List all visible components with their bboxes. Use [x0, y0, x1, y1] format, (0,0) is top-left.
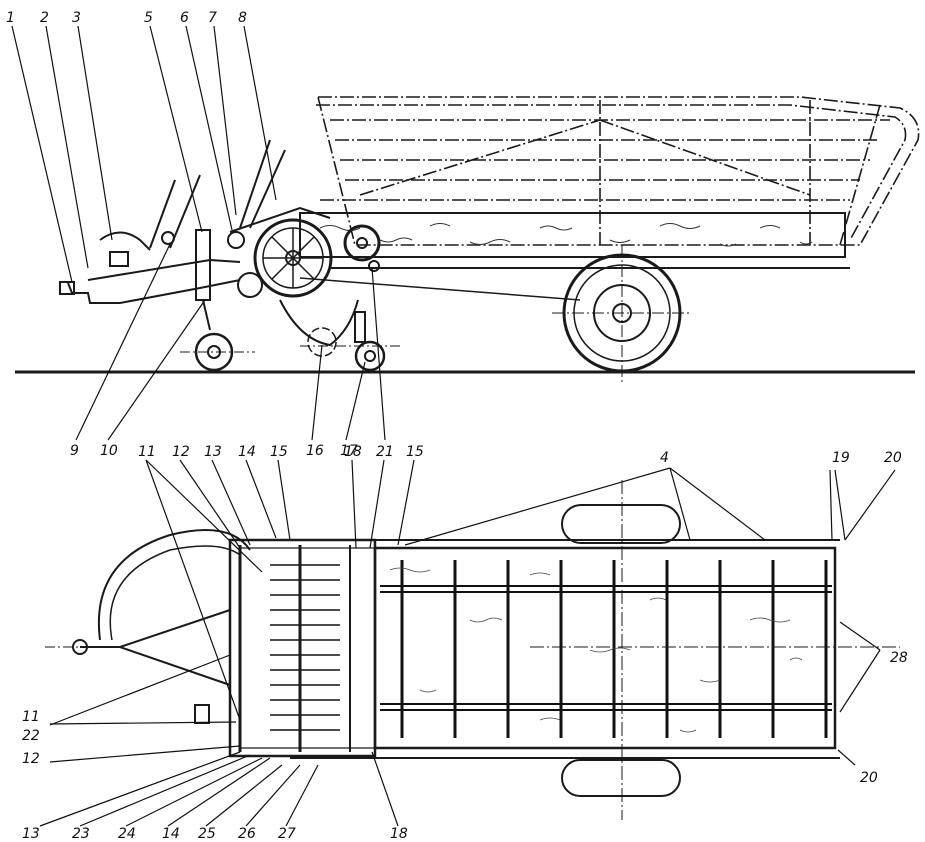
label-21: 21: [376, 444, 394, 460]
chain: [229, 206, 331, 233]
lever-pivot: [161, 231, 175, 245]
label-19: 19: [832, 450, 850, 466]
label-15-right: 15: [406, 444, 424, 460]
lever-1: [149, 179, 176, 249]
top-view: [45, 467, 900, 820]
upper-tire-plan: [561, 504, 681, 544]
label-12-bottom: 12: [22, 751, 40, 767]
label-9: 9: [70, 443, 79, 459]
label-8: 8: [238, 10, 247, 26]
jack-plan: [194, 704, 210, 724]
label-24: 24: [118, 826, 136, 842]
label-26: 26: [238, 826, 256, 842]
wagon-body-outline: [316, 96, 920, 246]
brace: [299, 277, 581, 301]
floor-chains: [380, 585, 832, 711]
wagon-floor: [299, 212, 846, 258]
pickup-wheel-hub: [364, 350, 376, 362]
label-5: 5: [144, 10, 153, 26]
pickup-arm: [354, 311, 366, 343]
lever-2: [169, 174, 201, 249]
part-numbers-top: 4 11 12 13 14 15 18 21 15 19 20 22 11 12…: [22, 444, 908, 842]
label-2: 2: [40, 10, 49, 26]
label-4: 4: [660, 450, 669, 466]
pto-hose-inner: [109, 545, 241, 641]
label-23: 23: [72, 826, 90, 842]
wagon-body-plan: [373, 546, 837, 750]
hay-texture: [389, 567, 803, 733]
label-14-top: 14: [238, 444, 256, 460]
label-3: 3: [72, 10, 81, 26]
label-28: 28: [890, 650, 908, 666]
pickup-wheel: [354, 340, 386, 372]
roller: [343, 224, 381, 262]
side-view: [15, 96, 920, 385]
label-10: 10: [100, 443, 118, 459]
label-13-bottom: 13: [22, 826, 40, 842]
pickup-housing: [279, 299, 359, 347]
label-18-bottom: 18: [390, 826, 408, 842]
label-13-top: 13: [204, 444, 222, 460]
cutter-drum: [253, 218, 333, 298]
pto-shaft: [99, 231, 151, 251]
pickup-reel: [307, 327, 337, 357]
lever-3: [239, 139, 271, 229]
label-11-bottom: 11: [22, 709, 40, 725]
label-20-top: 20: [884, 450, 902, 466]
label-1: 1: [6, 10, 15, 26]
drawbar: [59, 258, 241, 304]
rotor-tines: [270, 564, 340, 731]
label-15-left: 15: [270, 444, 288, 460]
support-jack: [180, 229, 255, 372]
leader-lines: [404, 467, 896, 766]
label-27: 27: [278, 826, 296, 842]
part-numbers-side: 1 2 3 5 6 7 8 9 10 16 17: [6, 10, 358, 459]
label-20-bottom: 20: [860, 770, 878, 786]
leader-lines-side: [11, 25, 386, 441]
tension-wheel: [368, 260, 380, 272]
label-14-bottom: 14: [162, 826, 180, 842]
lever-4: [249, 149, 286, 229]
floor-slats: [400, 560, 828, 738]
pto-housing: [109, 251, 129, 267]
pulley: [227, 231, 245, 249]
cutter-section-plan: [228, 538, 377, 758]
label-12-top: 12: [172, 444, 190, 460]
label-6: 6: [180, 10, 189, 26]
label-18-top: 18: [344, 444, 362, 460]
label-7: 7: [208, 10, 217, 26]
lower-tire-plan: [561, 759, 681, 797]
label-22: 22: [22, 728, 40, 744]
rear-wheel: [552, 245, 692, 385]
gear: [237, 272, 263, 298]
label-11-top: 11: [138, 444, 156, 460]
label-16: 16: [306, 443, 324, 459]
roller-hub: [356, 237, 368, 249]
label-25: 25: [198, 826, 216, 842]
leader-lines-top-left: [39, 459, 415, 827]
floor-hatching: [319, 223, 813, 247]
label-17: 17: [340, 443, 358, 459]
pto-hose: [97, 529, 251, 641]
